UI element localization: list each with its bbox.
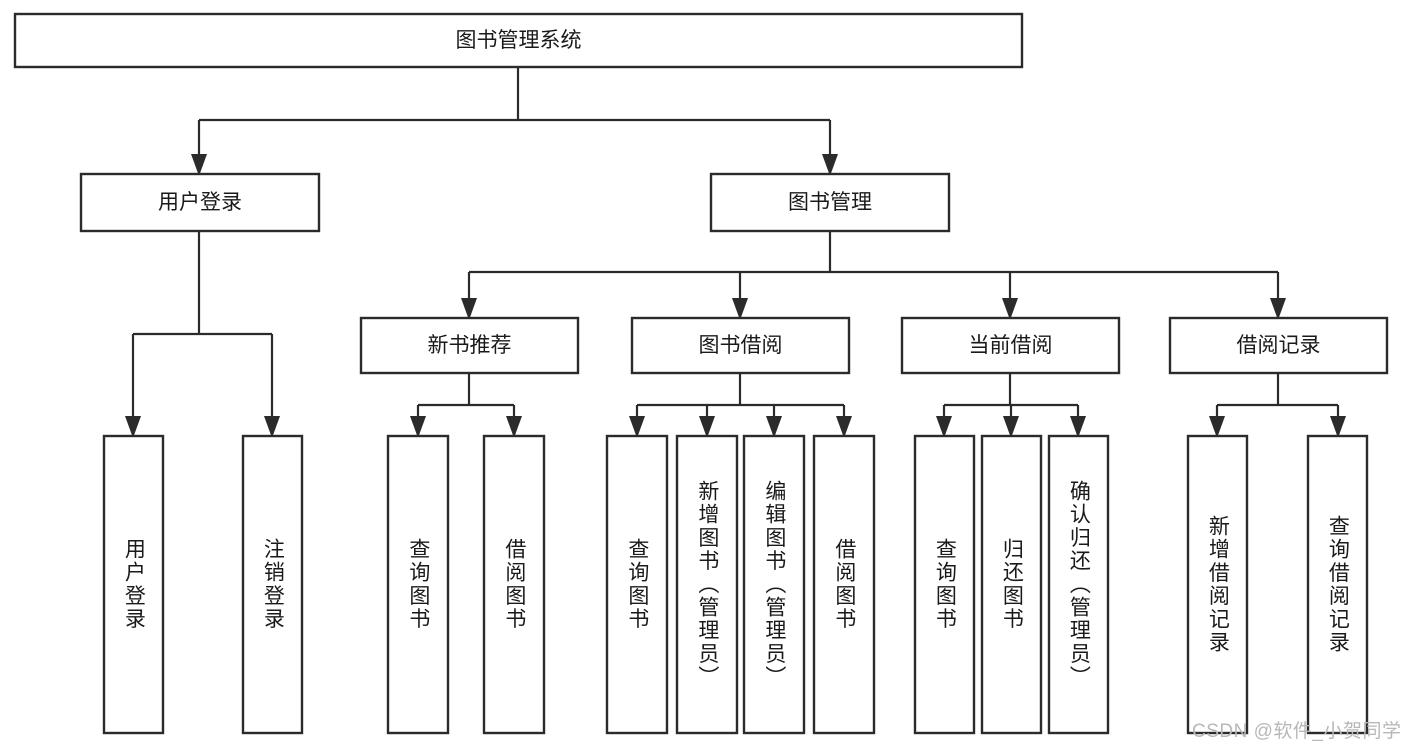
arrow-head-icon <box>1002 298 1018 320</box>
node-box-new-book-recommend[interactable] <box>359 316 580 375</box>
node-label-root: 图书管理系统 <box>456 29 582 52</box>
node-box-leaf-borrow-book-1[interactable] <box>482 434 546 735</box>
node-box-leaf-edit-book[interactable] <box>742 434 806 735</box>
node-box-borrow-record[interactable] <box>1168 316 1389 375</box>
node-box-leaf-add-book[interactable] <box>675 434 739 735</box>
arrow-head-icon <box>1270 298 1286 320</box>
arrow-head-icon <box>732 298 748 320</box>
arrow-head-icon <box>1070 416 1086 438</box>
node-box-leaf-user-login[interactable] <box>102 434 165 735</box>
arrow-head-icon <box>1209 416 1225 438</box>
node-box-book-borrow[interactable] <box>630 316 851 375</box>
node-box-book-manage[interactable] <box>709 172 951 233</box>
arrow-head-icon <box>191 154 207 176</box>
node-box-leaf-query-book-3[interactable] <box>913 434 976 735</box>
arrow-head-icon <box>822 154 838 176</box>
node-boxes-group <box>13 12 1389 735</box>
arrow-head-icon <box>1330 416 1346 438</box>
node-box-leaf-query-book-2[interactable] <box>605 434 669 735</box>
node-box-leaf-query-record[interactable] <box>1306 434 1369 735</box>
arrow-head-icon <box>629 416 645 438</box>
arrow-head-icon <box>461 298 477 320</box>
node-label-new-book-recommend: 新书推荐 <box>428 334 512 357</box>
node-box-leaf-add-record[interactable] <box>1186 434 1249 735</box>
node-box-current-borrow[interactable] <box>900 316 1121 375</box>
node-box-leaf-borrow-book-2[interactable] <box>812 434 876 735</box>
arrow-head-icon <box>410 416 426 438</box>
node-label-borrow-record: 借阅记录 <box>1237 334 1321 357</box>
arrow-head-icon <box>699 416 715 438</box>
node-label-book-borrow: 图书借阅 <box>699 334 783 357</box>
arrow-head-icon <box>766 416 782 438</box>
arrow-head-icon <box>506 416 522 438</box>
node-label-current-borrow: 当前借阅 <box>969 334 1053 357</box>
arrow-heads-group <box>125 154 1346 438</box>
node-box-leaf-query-book-1[interactable] <box>386 434 450 735</box>
node-label-book-manage: 图书管理 <box>788 191 872 214</box>
arrow-head-icon <box>264 416 280 438</box>
node-box-leaf-user-logout[interactable] <box>241 434 304 735</box>
node-label-user-login: 用户登录 <box>158 191 242 214</box>
connector-lines-group <box>131 67 1340 430</box>
node-box-root[interactable] <box>13 12 1024 69</box>
arrow-head-icon <box>125 416 141 438</box>
node-box-leaf-return-book[interactable] <box>980 434 1043 735</box>
arrow-head-icon <box>936 416 952 438</box>
node-box-user-login[interactable] <box>79 172 321 233</box>
node-box-leaf-confirm-return[interactable] <box>1047 434 1110 735</box>
watermark-text: CSDN @软件_小贺同学 <box>1192 721 1402 742</box>
arrow-head-icon <box>1003 416 1019 438</box>
arrow-head-icon <box>836 416 852 438</box>
